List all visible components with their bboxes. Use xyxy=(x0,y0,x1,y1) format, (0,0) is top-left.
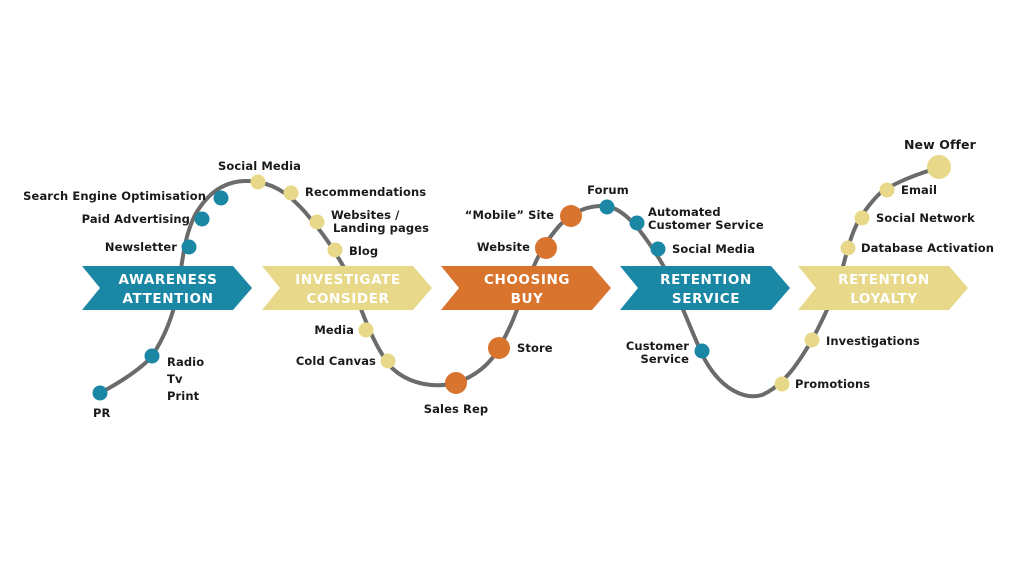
dot-newsletter xyxy=(181,239,197,255)
dot-media xyxy=(358,322,374,338)
dot-websites xyxy=(309,214,325,230)
label-email: Email xyxy=(901,183,937,197)
label-cold-canvas: Cold Canvas xyxy=(296,354,376,368)
label-mobile-site: “Mobile” Site xyxy=(465,208,554,222)
stage-label-line2: SERVICE xyxy=(672,291,740,307)
label-newsletter: Newsletter xyxy=(105,240,177,254)
label-database-activation: Database Activation xyxy=(861,241,994,255)
dot-cold-canvas xyxy=(380,353,396,369)
dot-pr xyxy=(92,385,108,401)
label-radio: Radio xyxy=(167,355,204,369)
label-recommendations: Recommendations xyxy=(305,185,426,199)
stage-arrow xyxy=(620,266,790,310)
stage-choosing-buy: CHOOSING BUY xyxy=(441,266,611,310)
dot-investigations xyxy=(804,332,820,348)
dot-blog xyxy=(327,242,343,258)
dot-forum xyxy=(599,199,615,215)
label-automated-line1: Automated xyxy=(648,205,721,219)
dot-website xyxy=(535,237,557,259)
label-website: Website xyxy=(477,240,530,254)
label-websites-line1: Websites / xyxy=(331,208,400,222)
dot-radio xyxy=(144,348,160,364)
stage-label-line1: INVESTIGATE xyxy=(295,272,400,288)
label-social-media-2: Social Media xyxy=(672,242,755,256)
dot-promotions xyxy=(774,376,790,392)
label-automated-line2: Customer Service xyxy=(648,218,764,232)
dot-search-engine xyxy=(213,190,229,206)
stage-label-line1: CHOOSING xyxy=(484,272,570,288)
touchpoint-labels: PR Radio Tv Print Newsletter Paid Advert… xyxy=(23,137,994,420)
stage-label-line2: CONSIDER xyxy=(306,291,389,307)
label-paid-advertising: Paid Advertising xyxy=(82,212,190,226)
dot-new-offer xyxy=(927,155,951,179)
stage-arrow xyxy=(82,266,252,310)
dot-social-media-1 xyxy=(250,174,266,190)
dot-paid-advertising xyxy=(194,211,210,227)
dot-database-activation xyxy=(840,240,856,256)
stage-label-line2: ATTENTION xyxy=(122,291,213,307)
label-pr: PR xyxy=(93,406,111,420)
label-promotions: Promotions xyxy=(795,377,870,391)
dot-email xyxy=(879,182,895,198)
label-new-offer: New Offer xyxy=(904,137,977,152)
dot-store xyxy=(488,337,510,359)
stage-label-line1: RETENTION xyxy=(660,272,752,288)
stage-label-line1: AWARENESS xyxy=(119,272,218,288)
label-customer-service-line2: Service xyxy=(640,352,689,366)
stage-arrow xyxy=(798,266,968,310)
label-blog: Blog xyxy=(349,244,378,258)
label-social-network: Social Network xyxy=(876,211,975,225)
stage-awareness-attention: AWARENESS ATTENTION xyxy=(82,266,252,310)
dot-social-network xyxy=(854,210,870,226)
stage-arrow xyxy=(441,266,611,310)
label-websites-line2: Landing pages xyxy=(333,221,429,235)
label-print: Print xyxy=(167,389,200,403)
stage-arrow xyxy=(262,266,432,310)
stage-label-line2: LOYALTY xyxy=(850,291,918,307)
label-tv: Tv xyxy=(167,372,183,386)
dot-mobile-site xyxy=(560,205,582,227)
label-media: Media xyxy=(314,323,354,337)
label-store: Store xyxy=(517,341,553,355)
dot-social-media-2 xyxy=(650,241,666,257)
label-forum: Forum xyxy=(587,183,629,197)
stage-retention-loyalty: RETENTION LOYALTY xyxy=(798,266,968,310)
dot-automated-service xyxy=(629,215,645,231)
stage-label-line1: RETENTION xyxy=(838,272,930,288)
label-social-media-1: Social Media xyxy=(218,159,301,173)
label-sales-rep: Sales Rep xyxy=(424,402,488,416)
touchpoint-dots xyxy=(92,155,951,401)
dot-customer-service xyxy=(694,343,710,359)
dot-recommendations xyxy=(283,185,299,201)
stage-retention-service: RETENTION SERVICE xyxy=(620,266,790,310)
stage-investigate-consider: INVESTIGATE CONSIDER xyxy=(262,266,432,310)
stage-label-line2: BUY xyxy=(511,291,544,307)
label-investigations: Investigations xyxy=(826,334,920,348)
dot-sales-rep xyxy=(445,372,467,394)
label-customer-service-line1: Customer xyxy=(626,339,689,353)
label-search-engine: Search Engine Optimisation xyxy=(23,189,206,203)
